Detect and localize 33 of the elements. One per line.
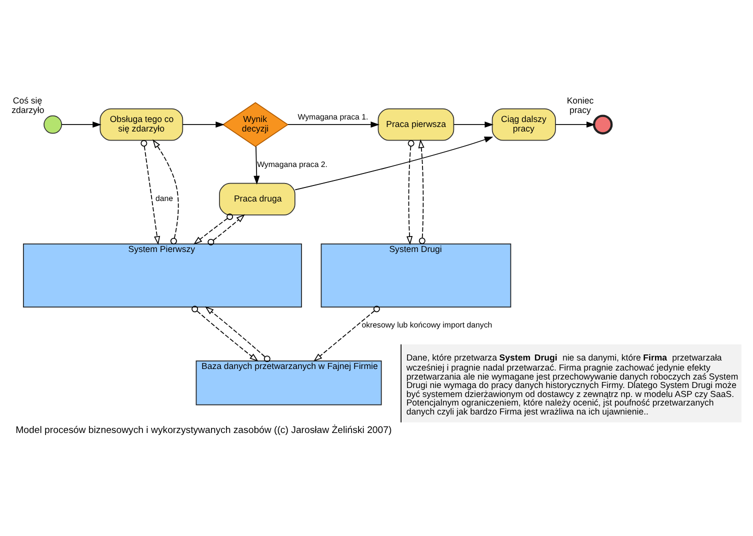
arrow xyxy=(204,306,270,362)
arrow xyxy=(294,136,494,190)
arrow xyxy=(193,214,234,245)
node-label: Koniec pracy xyxy=(566,96,594,116)
node-box: Obsługa tego co się zdarzyło xyxy=(100,108,184,141)
node-box: Praca druga xyxy=(219,182,296,216)
arrow xyxy=(288,122,380,128)
edge-label: Wymagana praca 2. xyxy=(257,160,328,169)
arrow xyxy=(208,214,245,246)
node-diamond: Wynik decyzji xyxy=(222,102,289,148)
edge-label: dane xyxy=(155,194,173,204)
edge-label: Wymagana praca 1. xyxy=(298,112,368,122)
arrow xyxy=(555,122,596,128)
node-circle xyxy=(44,115,62,134)
node-circle xyxy=(592,114,613,134)
node-box: Praca pierwsza xyxy=(378,108,454,141)
node-label: Coś się zdarzyło xyxy=(12,96,44,116)
arrow xyxy=(61,122,102,128)
node-box: Ciąg dalszy pracy xyxy=(492,108,556,141)
arrow xyxy=(140,140,160,245)
arrow xyxy=(192,306,258,362)
arrow xyxy=(418,139,426,244)
node-box: Baza danych przetwarzanych w Fajnej Firmie xyxy=(196,360,382,406)
arrow xyxy=(406,140,414,245)
arrow xyxy=(182,122,224,128)
node-box: System Drugi xyxy=(320,243,512,308)
arrow xyxy=(254,146,260,185)
caption: Model procesów biznesowych i wykorzystywanych zasobów ((c) Jarosław Żeliński 2007) xyxy=(16,425,392,436)
node-box: System Pierwszy xyxy=(23,243,302,308)
edge-label: okresowy lub końcowy import danych xyxy=(362,320,492,330)
arrow xyxy=(152,139,179,244)
arrow xyxy=(313,306,380,362)
arrow xyxy=(453,122,494,128)
